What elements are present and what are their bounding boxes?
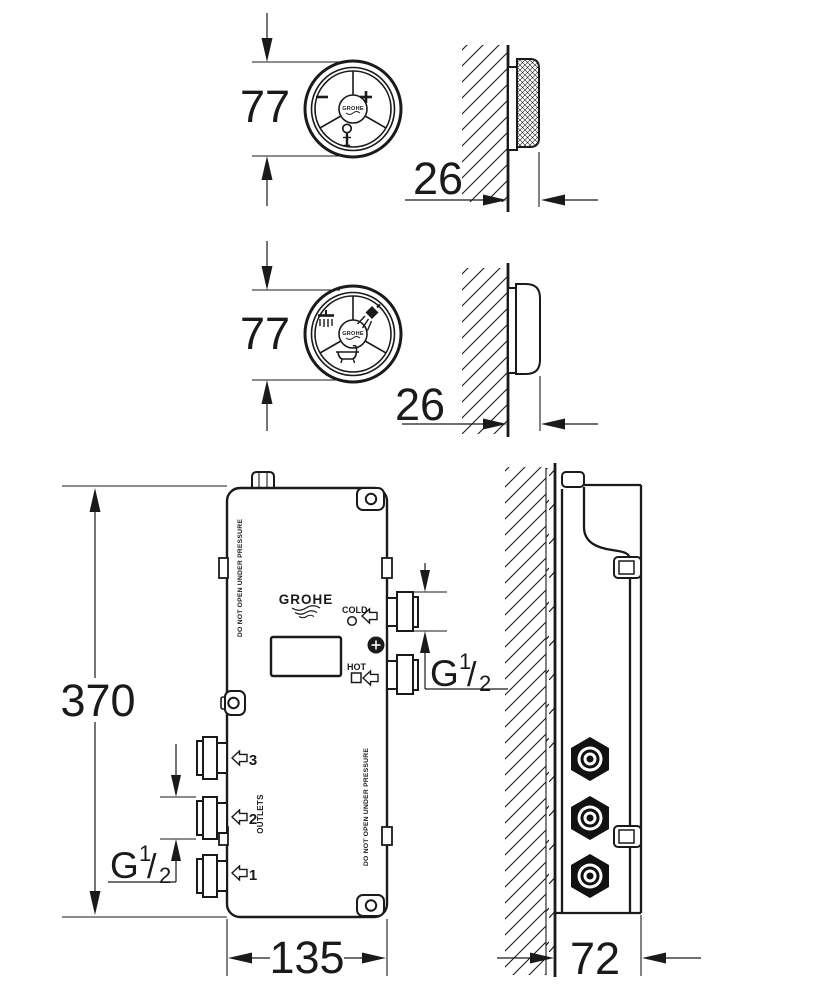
brand-text: GROHE bbox=[342, 106, 364, 112]
outlet-3-number: 3 bbox=[249, 752, 257, 769]
cold-inlet-label: COLD bbox=[342, 605, 378, 627]
brand-text: GROHE bbox=[342, 331, 364, 337]
dim-diameter-diverter-dial: 77 bbox=[240, 241, 340, 431]
dim-depth-temp-dial: 26 bbox=[405, 152, 598, 207]
diverter-dial-side-view bbox=[462, 263, 541, 437]
thread-label-inlet: G1/2 bbox=[430, 649, 491, 696]
warning-text-left: DO NOT OPEN UNDER PRESSURE bbox=[237, 519, 244, 637]
warning-text-right: DO NOT OPEN UNDER PRESSURE bbox=[363, 748, 370, 866]
cold-circle-symbol bbox=[346, 615, 358, 627]
cold-text: COLD bbox=[342, 605, 368, 615]
wall-hatch bbox=[505, 467, 546, 975]
plaster-ticks bbox=[546, 468, 555, 973]
top-connector-nub bbox=[251, 471, 275, 489]
diverter-dial-front-view: GROHE bbox=[303, 284, 403, 384]
front-clip-top bbox=[613, 556, 642, 579]
knurled-knob-profile bbox=[516, 58, 540, 148]
grohe-logo: GROHE bbox=[279, 592, 334, 619]
thermometer-icon bbox=[341, 123, 353, 147]
hot-inlet-port bbox=[386, 654, 419, 695]
control-unit-side-view bbox=[505, 463, 643, 977]
dim-width-unit: 135 bbox=[226, 919, 388, 983]
screw-icon bbox=[367, 636, 385, 654]
hot-inlet-label: HOT bbox=[347, 662, 379, 686]
dim-label-77-temp: 77 bbox=[240, 81, 290, 132]
control-unit-front-view: DO NOT OPEN UNDER PRESSURE DO NOT OPEN U… bbox=[196, 471, 419, 919]
dim-label-135: 135 bbox=[269, 932, 344, 983]
wall-hatch bbox=[462, 45, 508, 202]
dim-thread-outlet: G1/2 bbox=[108, 744, 196, 888]
outlet-port-1 bbox=[196, 854, 228, 898]
dim-label-26-diverter: 26 bbox=[395, 379, 445, 430]
outlet-port-2 bbox=[196, 796, 228, 840]
thread-label-outlet: G1/2 bbox=[110, 841, 171, 888]
hex-connector-bottom bbox=[571, 854, 609, 898]
dim-thread-inlet: G1/2 bbox=[414, 563, 508, 696]
plus-icon bbox=[360, 91, 372, 103]
hot-text: HOT bbox=[347, 662, 367, 672]
dim-label-77-diverter: 77 bbox=[240, 308, 290, 359]
screw-ear-left bbox=[220, 690, 246, 716]
outlet-port-3 bbox=[196, 736, 228, 780]
bathtub-icon bbox=[336, 344, 359, 364]
outlet-1-number: 1 bbox=[249, 867, 257, 884]
front-clip-bottom bbox=[613, 825, 642, 848]
outlets-label: OUTLETS bbox=[256, 794, 265, 834]
left-clip bbox=[218, 557, 229, 579]
dim-label-26-temp: 26 bbox=[413, 153, 463, 204]
right-clip-lower bbox=[381, 826, 393, 846]
screw-ear-top-right bbox=[356, 487, 385, 511]
hand-shower-icon bbox=[356, 303, 381, 331]
dim-label-370: 370 bbox=[60, 675, 135, 726]
hex-connector-top bbox=[571, 737, 609, 781]
cold-inlet-port bbox=[386, 591, 419, 632]
wall-hatch bbox=[462, 268, 508, 434]
dim-diameter-temp-dial: 77 bbox=[240, 13, 343, 206]
outlet-2-number: 2 bbox=[249, 811, 257, 828]
temp-dial-side-view bbox=[462, 45, 540, 212]
screw-ear-bottom-right bbox=[356, 894, 385, 917]
right-clip bbox=[381, 557, 393, 579]
hot-square-symbol bbox=[350, 672, 362, 684]
display-window bbox=[269, 635, 343, 678]
brand-text: GROHE bbox=[279, 592, 334, 607]
dim-depth-unit: 72 bbox=[497, 915, 701, 984]
grohe-hub-logo: GROHE bbox=[342, 331, 364, 340]
hex-connector-middle bbox=[571, 796, 609, 840]
dim-height-unit: 370 bbox=[60, 485, 227, 918]
dim-depth-diverter-dial: 26 bbox=[395, 376, 598, 431]
top-connector-nub-side bbox=[561, 471, 585, 488]
overhead-shower-icon bbox=[318, 310, 334, 327]
dim-label-72: 72 bbox=[570, 933, 620, 984]
cover-shoulder bbox=[582, 487, 632, 561]
grohe-hub-logo: GROHE bbox=[342, 106, 364, 115]
smooth-knob-profile bbox=[515, 283, 541, 375]
temp-dial-front-view: GROHE bbox=[303, 59, 403, 159]
